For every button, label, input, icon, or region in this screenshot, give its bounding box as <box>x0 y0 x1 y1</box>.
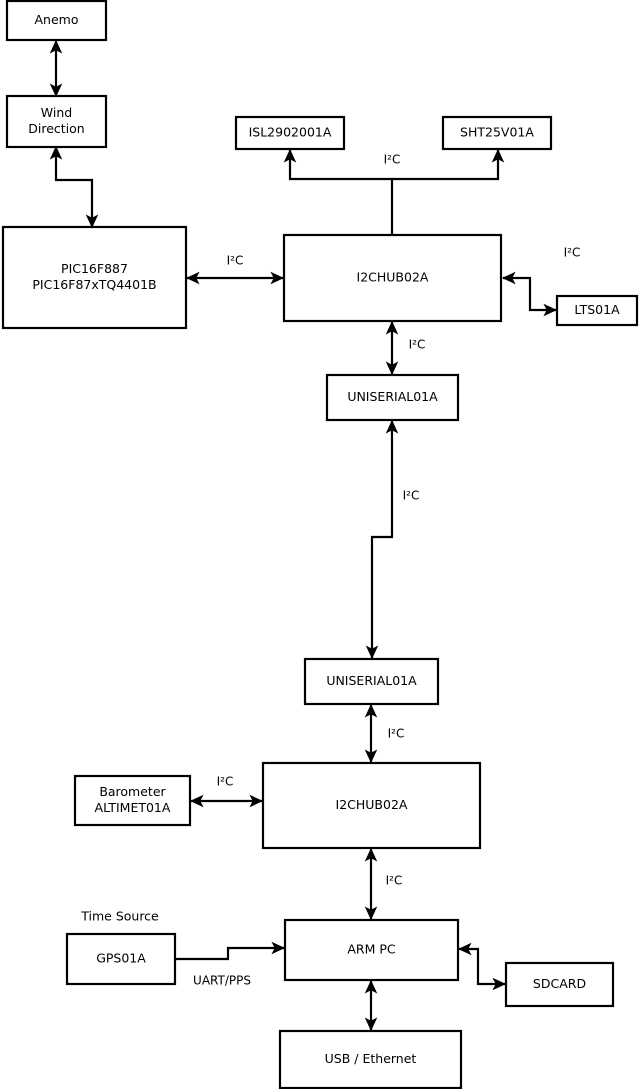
node-box-pic[interactable] <box>1 225 188 330</box>
edge-label-hub_top-isl-sht: I²C <box>384 153 401 167</box>
node-box-hub_top[interactable] <box>282 233 503 323</box>
edge-gps-armpc: UART/PPS <box>176 941 286 988</box>
edge-hub_top-uniserial1: I²C <box>385 320 426 376</box>
node-isl[interactable]: ISL2902001A <box>234 115 346 151</box>
edge-uniserial2-hub_bot: I²C <box>364 703 405 764</box>
node-box-uniserial_1[interactable] <box>325 373 460 422</box>
node-box-isl[interactable] <box>234 115 346 151</box>
node-box-sdcard[interactable] <box>504 961 615 1008</box>
node-label-anemo: Anemo <box>35 12 79 27</box>
edge-line <box>457 942 507 991</box>
edges-layer: I²C I²C I²C I²C I²C I²C I²C I²C UART/PPS <box>49 39 581 1032</box>
node-label-gps: GPS01A <box>96 951 146 966</box>
node-box-lts[interactable] <box>555 294 639 327</box>
edge-line <box>501 271 558 317</box>
node-hub_top[interactable]: I2CHUB02A <box>282 233 503 323</box>
edge-label-uniserial2-hub_bot: I²C <box>388 727 405 741</box>
label-time-source: Time Source <box>80 909 159 924</box>
node-label-hub_bot: I2CHUB02A <box>336 797 408 812</box>
edge-hub_top-lts: I²C <box>501 246 581 317</box>
node-box-wind[interactable] <box>5 94 108 149</box>
node-label-sht: SHT25V01A <box>460 125 534 140</box>
node-label-wind: Direction <box>28 121 84 136</box>
node-label-uniserial_1: UNISERIAL01A <box>347 389 438 404</box>
node-lts[interactable]: LTS01A <box>555 294 639 327</box>
edge-label-barometer-hub_bot: I²C <box>217 775 234 789</box>
edge-pic-wind <box>49 145 99 229</box>
edge-label-hub_top-lts: I²C <box>564 246 581 260</box>
node-label-hub_top: I2CHUB02A <box>357 270 429 285</box>
node-sdcard[interactable]: SDCARD <box>504 961 615 1008</box>
node-box-armpc[interactable] <box>283 918 460 982</box>
node-gps[interactable]: GPS01A <box>65 932 177 986</box>
node-label-sdcard: SDCARD <box>533 976 586 991</box>
edge-label-pic-hub_top: I²C <box>227 254 244 268</box>
node-label-wind: Wind <box>41 105 72 120</box>
node-box-usb[interactable] <box>278 1029 463 1089</box>
node-hub_bot[interactable]: I2CHUB02A <box>261 761 482 850</box>
node-box-gps[interactable] <box>65 932 177 986</box>
edge-line <box>49 145 99 229</box>
node-uniserial_2[interactable]: UNISERIAL01A <box>303 657 440 706</box>
node-armpc[interactable]: ARM PC <box>283 918 460 982</box>
node-uniserial_1[interactable]: UNISERIAL01A <box>325 373 460 422</box>
node-box-anemo[interactable] <box>5 0 108 42</box>
free-labels-layer: Time Source <box>80 909 159 924</box>
node-anemo[interactable]: Anemo <box>5 0 108 42</box>
edge-pic-hub_top: I²C <box>185 254 285 285</box>
node-label-barometer: ALTIMET01A <box>95 800 171 815</box>
edge-uniserial1-uniserial2: I²C <box>365 419 420 660</box>
node-label-uniserial_2: UNISERIAL01A <box>326 673 417 688</box>
edge-barometer-hub_bot: I²C <box>189 775 264 808</box>
edge-label-hub_bot-armpc: I²C <box>386 874 403 888</box>
edge-line <box>392 148 505 181</box>
node-label-pic: PIC16F87xTQ4401B <box>32 277 156 292</box>
edge-label-gps-armpc: UART/PPS <box>193 974 251 988</box>
node-box-uniserial_2[interactable] <box>303 657 440 706</box>
node-sht[interactable]: SHT25V01A <box>441 115 553 151</box>
edge-hub_top-isl-sht: I²C <box>283 148 505 234</box>
edge-label-uniserial1-uniserial2: I²C <box>403 489 420 503</box>
edge-line <box>176 941 286 961</box>
node-box-sht[interactable] <box>441 115 553 151</box>
node-label-lts: LTS01A <box>574 302 620 317</box>
edge-line <box>365 419 399 660</box>
node-label-barometer: Barometer <box>99 784 166 799</box>
edge-armpc-sdcard <box>457 942 507 991</box>
edge-hub_bot-armpc: I²C <box>364 847 403 921</box>
node-label-isl: ISL2902001A <box>249 125 332 140</box>
node-usb[interactable]: USB / Ethernet <box>278 1029 463 1089</box>
node-label-usb: USB / Ethernet <box>325 1051 417 1066</box>
node-box-barometer[interactable] <box>73 774 192 827</box>
edge-line <box>283 148 394 234</box>
node-box-hub_bot[interactable] <box>261 761 482 850</box>
node-label-pic: PIC16F887 <box>61 261 128 276</box>
node-label-armpc: ARM PC <box>347 942 396 957</box>
edge-label-hub_top-uniserial1: I²C <box>409 338 426 352</box>
